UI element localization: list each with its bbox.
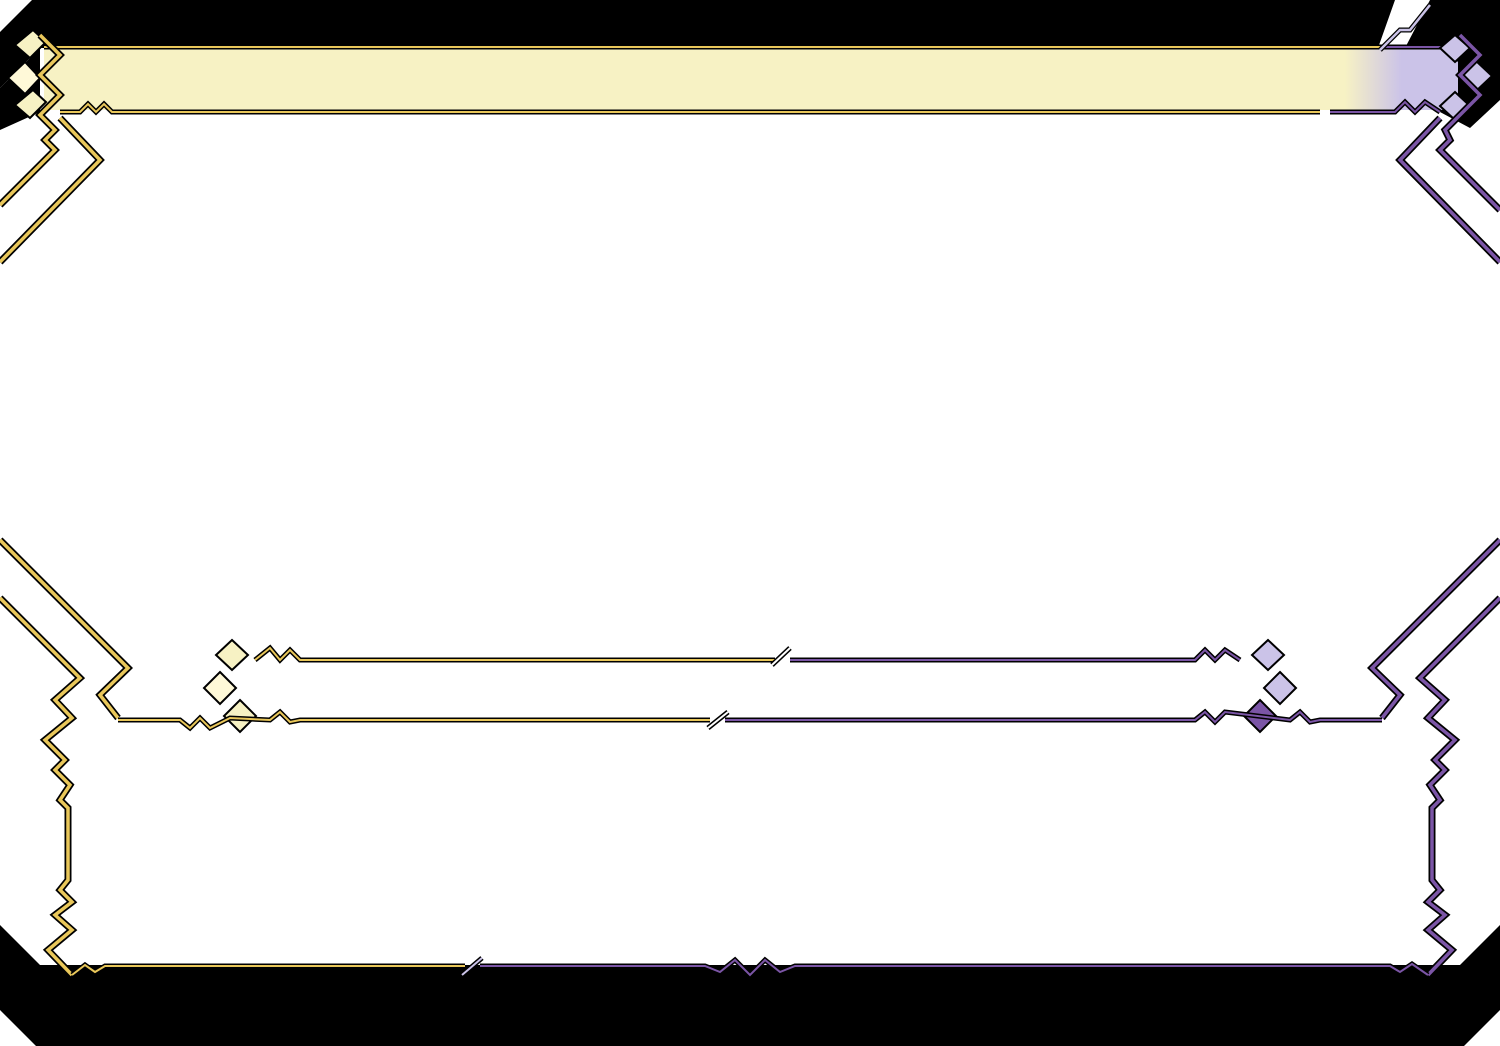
name-plate-frame — [202, 638, 1298, 734]
top-right-ornament — [1378, 3, 1500, 265]
title-bar — [44, 44, 1458, 116]
dialogue-box-bottom — [70, 956, 1430, 979]
right-diagonals — [1367, 537, 1500, 978]
dialogue-box-top — [118, 708, 1382, 732]
top-black-band — [0, 0, 1395, 88]
name-plate — [260, 664, 1240, 716]
main-area — [120, 130, 1380, 630]
bottom-black-band — [0, 925, 1500, 1046]
top-left-ornament — [0, 28, 105, 265]
left-diagonals — [0, 537, 133, 978]
dialogue-box[interactable] — [75, 725, 1425, 963]
